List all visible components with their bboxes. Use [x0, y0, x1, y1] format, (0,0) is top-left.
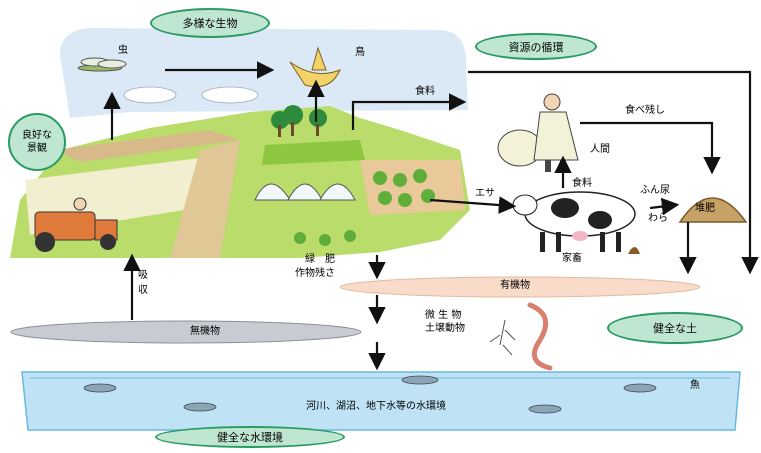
fish-shapes — [83, 375, 657, 414]
field-plot-back — [55, 130, 240, 162]
person — [497, 93, 579, 172]
compost-mound — [678, 197, 748, 223]
green-manure-label: 緑 肥 — [305, 254, 335, 265]
cow — [512, 191, 636, 252]
soil-animals-label: 土壌動物 — [425, 323, 465, 334]
dragonfly — [77, 57, 127, 72]
water-environment-label: 河川、湖沼、地下水等の水環境 — [306, 401, 446, 412]
organic-matter-label: 有機物 — [500, 280, 530, 291]
greenhouses — [254, 183, 356, 201]
roots — [489, 319, 516, 356]
good-scenery-badge: 良好な 景観 — [8, 113, 66, 171]
healthy-soil-badge: 健全な土 — [607, 312, 743, 344]
feed-label: エサ — [475, 188, 495, 199]
fish-label: 魚 — [690, 380, 700, 391]
worm — [527, 302, 553, 371]
flow-arrows — [103, 61, 759, 371]
absorb-label: 吸 収 — [138, 270, 148, 296]
dung — [628, 247, 640, 254]
inorganic-matter-band — [10, 320, 362, 344]
bird-label: 鳥 — [355, 47, 365, 58]
livestock-label: 家畜 — [562, 253, 582, 264]
human-label: 人間 — [590, 144, 610, 155]
healthy-water-badge: 健全な水環境 — [155, 426, 345, 448]
river — [21, 371, 741, 431]
sky-area — [60, 28, 468, 118]
inorganic-matter-label: 無機物 — [190, 326, 220, 337]
compost-label: 堆肥 — [695, 203, 715, 214]
organic-matter-band — [339, 276, 701, 298]
straw-label: わら — [648, 213, 668, 224]
insect-label: 虫 — [118, 45, 128, 56]
crop-rows — [262, 140, 365, 165]
crop-residue-label: 作物残さ — [295, 268, 335, 279]
manure-label: ふん尿 — [640, 185, 670, 196]
tractor — [34, 197, 118, 252]
resource-cycle-badge: 資源の循環 — [475, 33, 597, 60]
microbes-label: 微 生 物 — [425, 310, 462, 321]
field-plot-right — [360, 160, 465, 215]
clouds — [123, 86, 259, 104]
trees — [271, 105, 327, 137]
bushes — [294, 169, 435, 246]
food-mid-label: 食料 — [572, 178, 592, 189]
food-top-label: 食料 — [415, 86, 435, 97]
leftovers-label: 食べ残し — [625, 105, 665, 116]
dirt-road — [170, 140, 240, 258]
diverse-life-badge: 多様な生物 — [150, 8, 270, 38]
